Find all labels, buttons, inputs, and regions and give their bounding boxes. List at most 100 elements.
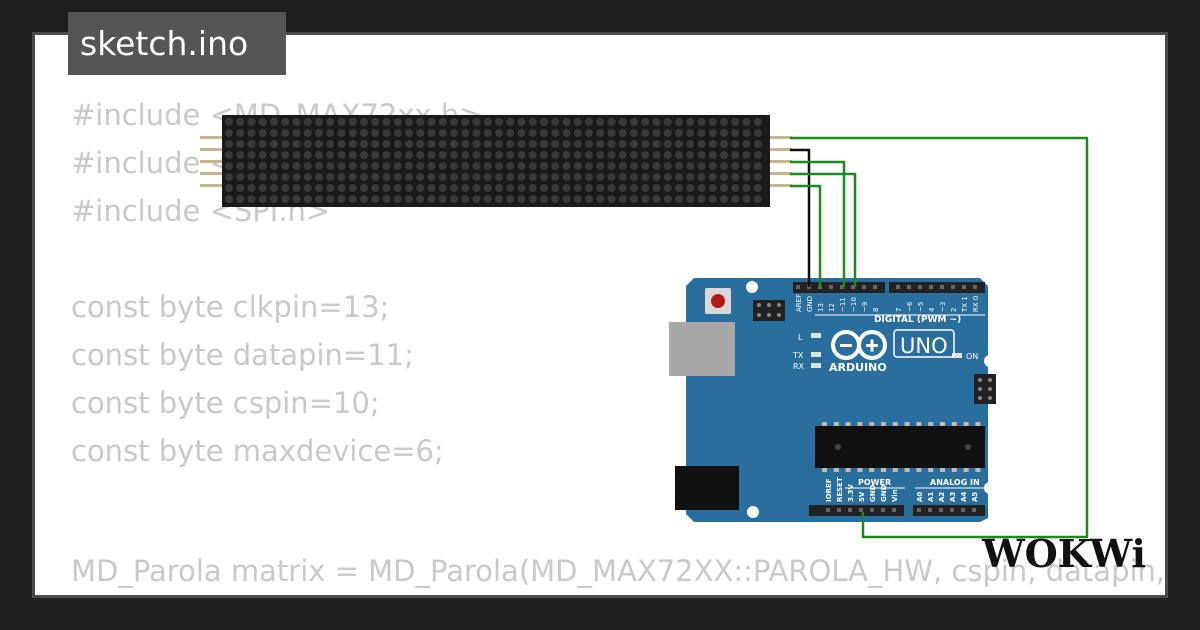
led-dot bbox=[450, 140, 458, 148]
led-dot bbox=[517, 151, 526, 159]
led-dot bbox=[405, 162, 413, 170]
led-dot bbox=[258, 129, 267, 137]
led-dot bbox=[731, 184, 740, 192]
led-dot bbox=[270, 129, 278, 137]
led-dot bbox=[652, 140, 661, 148]
led-dot bbox=[652, 195, 661, 203]
led-dot bbox=[427, 162, 436, 170]
led-dot bbox=[416, 129, 425, 137]
led-dot bbox=[663, 151, 672, 159]
led-dot bbox=[517, 195, 526, 203]
led-dot bbox=[495, 162, 503, 170]
led-dot bbox=[540, 184, 548, 192]
led-dot bbox=[720, 184, 728, 192]
led-dot bbox=[348, 184, 357, 192]
led-dot bbox=[753, 118, 762, 126]
led-dot bbox=[382, 140, 391, 148]
led-dot bbox=[382, 162, 391, 170]
led-dot bbox=[720, 118, 728, 126]
led-dot bbox=[585, 162, 593, 170]
led-dot bbox=[427, 118, 436, 126]
digital-header-1 bbox=[793, 282, 885, 293]
led-dot bbox=[607, 140, 616, 148]
wire-gnd[interactable] bbox=[790, 148, 811, 287]
led-dot bbox=[315, 118, 323, 126]
led-matrix-module[interactable] bbox=[222, 115, 770, 207]
led-dot bbox=[461, 173, 470, 181]
uno-model: UNO bbox=[900, 334, 948, 358]
led-dot bbox=[540, 129, 548, 137]
led-dot bbox=[663, 129, 672, 137]
led-dot bbox=[596, 118, 605, 126]
power-pin-label: Vin bbox=[891, 489, 899, 502]
led-dot bbox=[585, 140, 593, 148]
header-hole bbox=[961, 508, 965, 512]
led-dot bbox=[236, 162, 245, 170]
led-dot bbox=[720, 151, 728, 159]
led-dot bbox=[393, 173, 402, 181]
led-dot bbox=[348, 140, 357, 148]
led-dot bbox=[303, 118, 312, 126]
led-dot bbox=[551, 162, 560, 170]
led-dot bbox=[675, 173, 683, 181]
led-tx-label: TX bbox=[792, 351, 804, 360]
led-dot bbox=[686, 129, 695, 137]
led-dot bbox=[652, 151, 661, 159]
led-dot bbox=[675, 140, 683, 148]
header-hole bbox=[950, 508, 954, 512]
led-matrix-body[interactable] bbox=[222, 115, 770, 207]
power-pin-label: 3.3V bbox=[847, 484, 855, 502]
led-dot bbox=[337, 195, 346, 203]
code-line: const byte clkpin=13; bbox=[71, 290, 390, 324]
reset-button[interactable] bbox=[711, 294, 725, 308]
led-dot bbox=[393, 129, 402, 137]
led-dot bbox=[528, 173, 537, 181]
led-rx bbox=[811, 363, 821, 368]
led-dot bbox=[281, 162, 290, 170]
code-line: const byte datapin=11; bbox=[71, 338, 414, 372]
digital-pin-label: 8 bbox=[872, 308, 880, 312]
led-dot bbox=[292, 162, 301, 170]
led-dot bbox=[742, 151, 751, 159]
led-dot bbox=[247, 162, 256, 170]
led-dot bbox=[225, 162, 233, 170]
digital-pin-label: TX 1 bbox=[961, 296, 969, 313]
led-dot bbox=[551, 173, 560, 181]
wire-vcc[interactable] bbox=[790, 136, 1089, 539]
led-dot bbox=[562, 151, 571, 159]
led-dot bbox=[551, 184, 560, 192]
led-dot bbox=[742, 184, 751, 192]
header-hole bbox=[892, 508, 896, 512]
led-dot bbox=[427, 140, 436, 148]
led-dot bbox=[416, 151, 425, 159]
led-dot bbox=[427, 151, 436, 159]
led-dot bbox=[573, 129, 582, 137]
led-dot bbox=[393, 151, 402, 159]
digital-pin-label: GND bbox=[806, 296, 814, 312]
led-dot bbox=[540, 173, 548, 181]
led-dot bbox=[337, 162, 346, 170]
wokwi-logo: WOKWi bbox=[981, 531, 1146, 576]
led-dot bbox=[641, 184, 650, 192]
file-title-tab[interactable]: sketch.ino bbox=[68, 12, 286, 75]
led-dot bbox=[371, 162, 380, 170]
led-dot bbox=[506, 129, 515, 137]
led-dot bbox=[585, 195, 593, 203]
led-dot bbox=[360, 129, 368, 137]
led-dot bbox=[472, 140, 481, 148]
wire-cs[interactable] bbox=[790, 172, 857, 287]
led-dot bbox=[450, 129, 458, 137]
led-dot bbox=[528, 151, 537, 159]
led-dot bbox=[675, 195, 683, 203]
led-dot bbox=[292, 151, 301, 159]
led-dot bbox=[573, 173, 582, 181]
led-dot bbox=[652, 118, 661, 126]
wire-clk[interactable] bbox=[790, 184, 822, 287]
led-dot bbox=[573, 140, 582, 148]
led-dot bbox=[337, 118, 346, 126]
header-hole bbox=[848, 508, 852, 512]
wire-din[interactable] bbox=[790, 160, 846, 287]
led-dot bbox=[562, 118, 571, 126]
usb-port-front bbox=[669, 322, 735, 376]
